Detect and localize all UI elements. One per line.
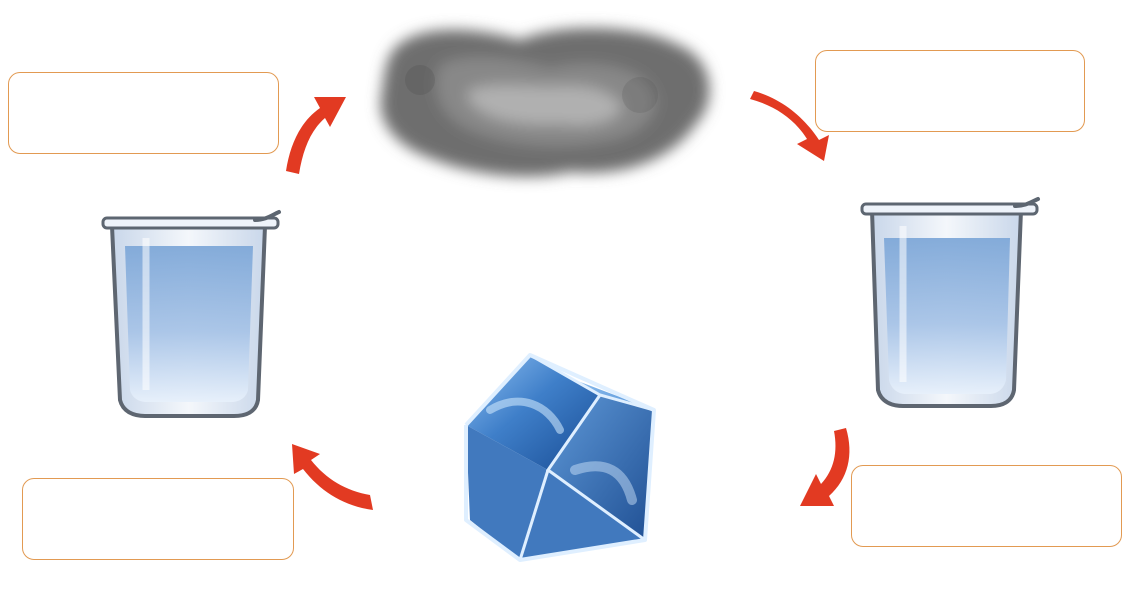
curved-arrow-bottom-right xyxy=(800,428,850,506)
answer-box-bottom-left[interactable] xyxy=(22,478,294,560)
water-vapor-cloud-icon xyxy=(380,28,710,177)
left-water-beaker-icon xyxy=(101,210,281,418)
answer-box-bottom-right[interactable] xyxy=(851,465,1122,547)
ice-cube-icon xyxy=(464,353,656,562)
curved-arrow-bottom-left xyxy=(292,444,373,510)
answer-box-top-left[interactable] xyxy=(8,72,279,154)
answer-box-top-right[interactable] xyxy=(815,50,1085,132)
right-water-beaker-icon xyxy=(860,197,1040,408)
curved-arrow-top-left xyxy=(286,97,346,174)
curved-arrow-top-right xyxy=(750,91,829,161)
